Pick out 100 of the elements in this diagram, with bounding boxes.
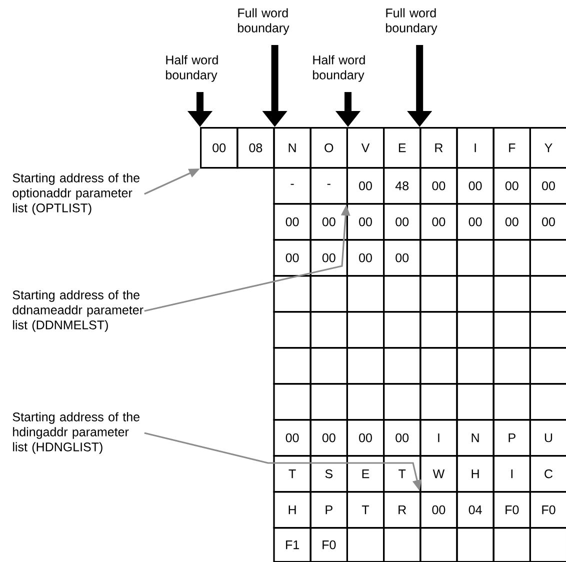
grid-cell: T [273, 455, 312, 493]
grid-cell [456, 239, 494, 277]
boundary-label: Full word boundary [386, 8, 438, 35]
grid-cell: 00 [456, 167, 494, 205]
grid-cell: E [383, 127, 422, 169]
grid-cell: 00 [383, 419, 422, 457]
grid-cell [420, 347, 458, 385]
grid-cell: I [492, 455, 531, 493]
grid-cell [456, 527, 494, 562]
grid-cell [529, 347, 566, 385]
boundary-label: Full word boundary [238, 8, 290, 35]
grid-cell: 00 [383, 203, 422, 241]
grid-cell [310, 275, 348, 313]
grid-cell [310, 311, 348, 349]
grid-cell: U [529, 419, 566, 457]
grid-cell [383, 347, 422, 385]
grid-cell [420, 527, 458, 562]
grid-cell [310, 383, 348, 421]
grid-cell [310, 347, 348, 385]
grid-cell: W [420, 455, 458, 493]
grid-cell: N [273, 127, 312, 169]
grid-cell [383, 311, 422, 349]
grid-cell: 00 [420, 203, 458, 241]
boundary-label: Half word boundary [313, 55, 365, 82]
grid-cell: T [383, 455, 422, 493]
grid-cell: H [273, 491, 312, 529]
grid-cell [273, 347, 312, 385]
grid-cell [420, 383, 458, 421]
grid-cell: 00 [346, 203, 385, 241]
annotation-label: Starting address of the ddnameaddr parameter list (DDNMELST) [12, 290, 144, 332]
grid-cell: I [420, 419, 458, 457]
grid-cell: I [456, 127, 494, 169]
grid-cell: 08 [236, 127, 275, 169]
grid-cell: R [383, 491, 422, 529]
grid-cell [456, 383, 494, 421]
grid-cell [346, 527, 385, 562]
grid-cell: 00 [273, 239, 312, 277]
grid-cell [456, 311, 494, 349]
grid-cell: F0 [492, 491, 531, 529]
grid-cell [383, 527, 422, 562]
grid-cell: P [310, 491, 348, 529]
grid-cell: C [529, 455, 566, 493]
grid-cell [492, 239, 531, 277]
grid-cell [273, 275, 312, 313]
grid-cell [529, 311, 566, 349]
grid-cell [383, 275, 422, 313]
grid-cell [346, 311, 385, 349]
grid-cell: 00 [200, 127, 238, 169]
grid-cell: F0 [310, 527, 348, 562]
grid-cell [492, 383, 531, 421]
grid-cell: 00 [529, 167, 566, 205]
grid-cell: 48 [383, 167, 422, 205]
annotation-label: Starting address of the optionaddr parameter list (OPTLIST) [12, 173, 140, 215]
grid-cell: E [346, 455, 385, 493]
grid-cell: 00 [529, 203, 566, 241]
grid-cell: F0 [529, 491, 566, 529]
grid-cell [529, 383, 566, 421]
grid-cell [346, 275, 385, 313]
grid-cell [492, 311, 531, 349]
grid-cell: 00 [346, 239, 385, 277]
grid-cell: F1 [273, 527, 312, 562]
grid-cell [273, 383, 312, 421]
grid-cell [420, 311, 458, 349]
grid-cell: 00 [346, 167, 385, 205]
grid-cell [492, 527, 531, 562]
grid-cell [456, 347, 494, 385]
grid-cell: - [310, 167, 348, 205]
grid-cell [273, 311, 312, 349]
grid-cell [346, 347, 385, 385]
boundary-label: Half word boundary [166, 55, 218, 82]
grid-cell: F [492, 127, 531, 169]
grid-cell: 00 [310, 239, 348, 277]
grid-cell: 00 [420, 167, 458, 205]
grid-cell: 00 [273, 203, 312, 241]
grid-cell: R [420, 127, 458, 169]
grid-cell [492, 275, 531, 313]
grid-cell [420, 239, 458, 277]
annotation-label: Starting address of the hdingaddr parameter list (HDNGLIST) [12, 412, 140, 454]
grid-cell [529, 527, 566, 562]
grid-cell: T [346, 491, 385, 529]
grid-cell: 00 [310, 203, 348, 241]
grid-cell: - [273, 167, 312, 205]
grid-cell: 04 [456, 491, 494, 529]
grid-cell: 00 [492, 167, 531, 205]
grid-cell: Y [529, 127, 566, 169]
grid-cell [383, 383, 422, 421]
grid-cell: O [310, 127, 348, 169]
grid-cell: 00 [346, 419, 385, 457]
grid-cell: S [310, 455, 348, 493]
grid-cell: 00 [456, 203, 494, 241]
grid-cell: P [492, 419, 531, 457]
grid-cell: N [456, 419, 494, 457]
grid-cell [492, 347, 531, 385]
grid-cell: 00 [383, 239, 422, 277]
grid-cell [529, 275, 566, 313]
grid-cell: H [456, 455, 494, 493]
grid-cell [456, 275, 494, 313]
grid-cell [529, 239, 566, 277]
grid-cell: 00 [492, 203, 531, 241]
grid-cell: V [346, 127, 385, 169]
